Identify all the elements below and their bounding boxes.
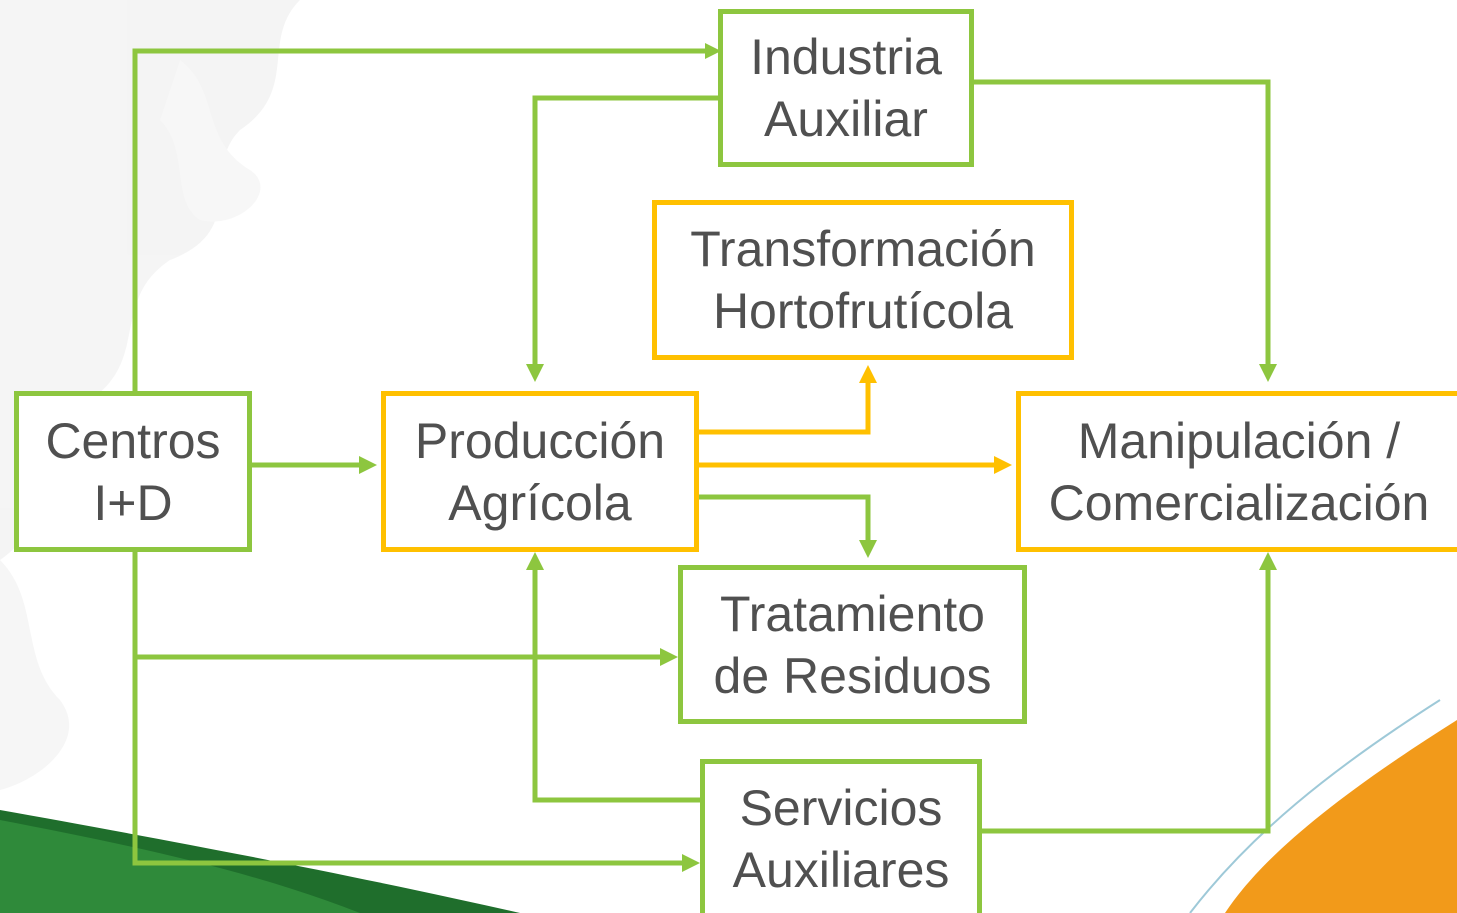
arrowhead-produccion-bottom bbox=[526, 552, 544, 570]
connector-servicios-manipulacion bbox=[978, 570, 1271, 834]
node-servicios-auxiliares: Servicios Auxiliares bbox=[700, 759, 982, 913]
node-transformacion-line2: Hortofrutícola bbox=[712, 283, 1014, 339]
connector-servicios-produccion bbox=[532, 570, 703, 803]
arrowhead-manipulacion-top bbox=[1259, 364, 1277, 382]
orange-swoosh-decoration bbox=[1225, 720, 1457, 913]
node-transformacion-line1: Transformación bbox=[690, 221, 1036, 277]
green-swoosh-highlight-decoration bbox=[0, 820, 360, 913]
node-manipulacion-comercializacion: Manipulación / Comercialización bbox=[1016, 391, 1457, 552]
connector-industria-manipulacion bbox=[973, 79, 1271, 364]
node-industria-auxiliar-line2: Auxiliar bbox=[764, 91, 928, 147]
node-manipulacion-line2: Comercialización bbox=[1048, 474, 1430, 531]
connector-produccion-transformacion bbox=[696, 383, 871, 435]
connector-industria-produccion bbox=[532, 95, 722, 364]
node-centros-line2: I+D bbox=[93, 474, 173, 531]
arrowhead-tratamiento-top bbox=[859, 540, 877, 558]
node-produccion-line1: Producción bbox=[414, 412, 666, 469]
node-tratamiento-line1: Tratamiento bbox=[720, 585, 985, 642]
connector-produccion-tratamiento bbox=[696, 494, 871, 540]
arrowhead-servicios-left bbox=[682, 854, 700, 872]
arrowhead-produccion-left bbox=[359, 456, 377, 474]
node-tratamiento-line2: de Residuos bbox=[713, 647, 992, 704]
arrowhead-transformacion bbox=[859, 365, 877, 383]
background-map bbox=[0, 0, 300, 790]
connector-centros-servicios bbox=[132, 657, 682, 866]
node-servicios-line1: Servicios bbox=[739, 779, 943, 836]
node-servicios-line2: Auxiliares bbox=[732, 841, 950, 898]
node-industria-auxiliar-line1: Industria bbox=[750, 29, 942, 85]
connectors bbox=[132, 43, 1277, 872]
arrowhead-manipulacion-left bbox=[994, 456, 1012, 474]
arrowhead-tratamiento-left bbox=[660, 648, 678, 666]
node-transformacion-hortofruticola: Transformación Hortofrutícola bbox=[652, 200, 1074, 360]
arrowhead-industria bbox=[705, 43, 721, 59]
node-centros-line1: Centros bbox=[45, 412, 221, 469]
node-manipulacion-line1: Manipulación / bbox=[1077, 412, 1401, 469]
connector-centros-industria bbox=[132, 48, 712, 393]
node-tratamiento-residuos: Tratamiento de Residuos bbox=[678, 565, 1027, 724]
node-centros-id: Centros I+D bbox=[14, 391, 252, 552]
node-industria-auxiliar: Industria Auxiliar bbox=[718, 9, 974, 167]
arrowhead-manipulacion-bottom bbox=[1259, 552, 1277, 570]
node-produccion-agricola: Producción Agrícola bbox=[381, 391, 699, 552]
node-produccion-line2: Agrícola bbox=[448, 474, 632, 531]
connector-centros-tratamiento bbox=[132, 550, 660, 660]
arrowhead-produccion-top bbox=[526, 364, 544, 382]
swoosh-line-decoration bbox=[1189, 699, 1441, 913]
